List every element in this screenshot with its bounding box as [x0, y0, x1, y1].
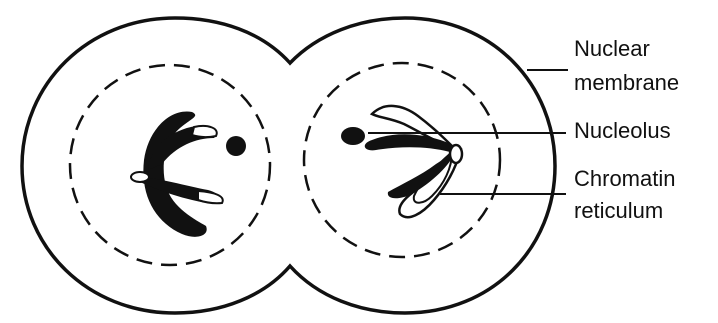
label-nuclear-membrane-line2: membrane [574, 70, 679, 96]
right-centromere [450, 145, 462, 163]
left-nuclear-region [70, 65, 270, 265]
nuclear-membrane [22, 18, 555, 313]
label-nucleolus: Nucleolus [574, 118, 671, 144]
label-chromatin-line2: reticulum [574, 198, 663, 224]
left-chromosome-tip-2 [198, 191, 223, 203]
left-chromosomes [131, 112, 223, 237]
right-chromosomes [365, 106, 462, 217]
left-chromosome-tip-1 [192, 126, 217, 137]
right-nuclear-region [304, 63, 500, 257]
left-centromere [131, 172, 149, 182]
left-nucleolus [226, 136, 246, 156]
label-nuclear-membrane-line1: Nuclear [574, 36, 650, 62]
right-nucleolus [341, 127, 365, 145]
label-chromatin-line1: Chromatin [574, 166, 675, 192]
